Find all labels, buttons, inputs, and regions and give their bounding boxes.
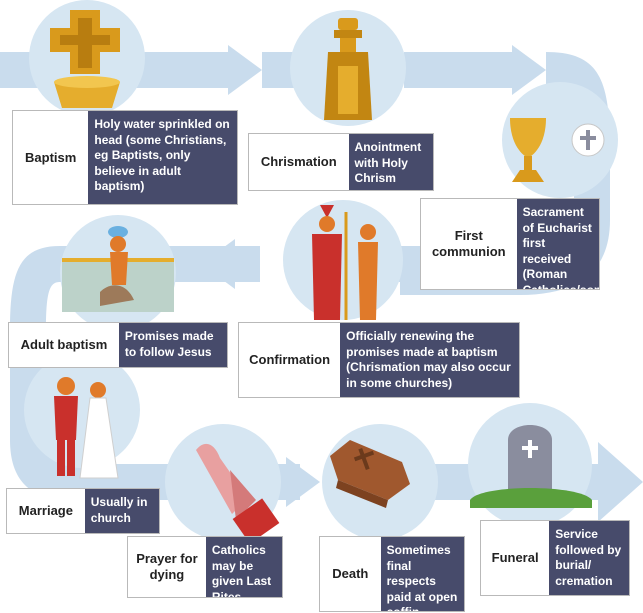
stage-card-marriage: Marriage Usually in church	[6, 488, 160, 534]
praying-hands-icon	[196, 443, 280, 544]
font-cross-icon	[50, 10, 120, 108]
coffin-icon	[330, 440, 410, 508]
chalice-icon	[510, 118, 605, 182]
gravestone-icon	[470, 425, 592, 508]
stage-name: Adult baptism	[20, 337, 108, 352]
stage-description: Service followed by burial/ cremation	[549, 521, 629, 595]
stage-description: Promises made to follow Jesus	[118, 323, 227, 367]
stage-description: Sacrament of Eucharist first received (R…	[516, 199, 599, 289]
stage-description: Officially renewing the promises made at…	[340, 323, 519, 397]
stage-description: Anointment with Holy Chrism	[348, 134, 433, 190]
couple-icon	[54, 377, 119, 479]
stage-name: Confirmation	[249, 352, 331, 367]
bishop-icon	[312, 205, 378, 320]
stage-name: First communion	[431, 228, 506, 259]
stage-description: Sometimes final respects paid at open co…	[380, 537, 464, 611]
immersion-icon	[62, 226, 174, 312]
stage-description: Usually in church	[84, 489, 159, 533]
stage-description: Catholics may be given Last Rites	[205, 537, 282, 597]
stage-card-baptism: Baptism Holy water sprinkled on head (so…	[12, 110, 238, 205]
stage-card-death: Death Sometimes final respects paid at o…	[319, 536, 465, 612]
oil-bottle-icon	[324, 18, 372, 120]
stage-card-confirmation: Confirmation Officially renewing the pro…	[238, 322, 520, 398]
stage-card-chrismation: Chrismation Anointment with Holy Chrism	[248, 133, 434, 191]
stage-card-funeral: Funeral Service followed by burial/ crem…	[480, 520, 630, 596]
stage-name: Prayer for dying	[136, 551, 198, 582]
stage-description: Holy water sprinkled on head (some Chris…	[88, 111, 237, 204]
stage-name: Funeral	[491, 550, 539, 565]
stage-name: Chrismation	[260, 154, 337, 169]
stage-name: Baptism	[25, 149, 77, 165]
stage-card-prayer-for-dying: Prayer for dying Catholics may be given …	[127, 536, 283, 598]
stage-name: Death	[332, 566, 369, 581]
stage-card-first-communion: First communion Sacrament of Eucharist f…	[420, 198, 600, 290]
stage-card-adult-baptism: Adult baptism Promises made to follow Je…	[8, 322, 228, 368]
stage-name: Marriage	[18, 503, 73, 518]
